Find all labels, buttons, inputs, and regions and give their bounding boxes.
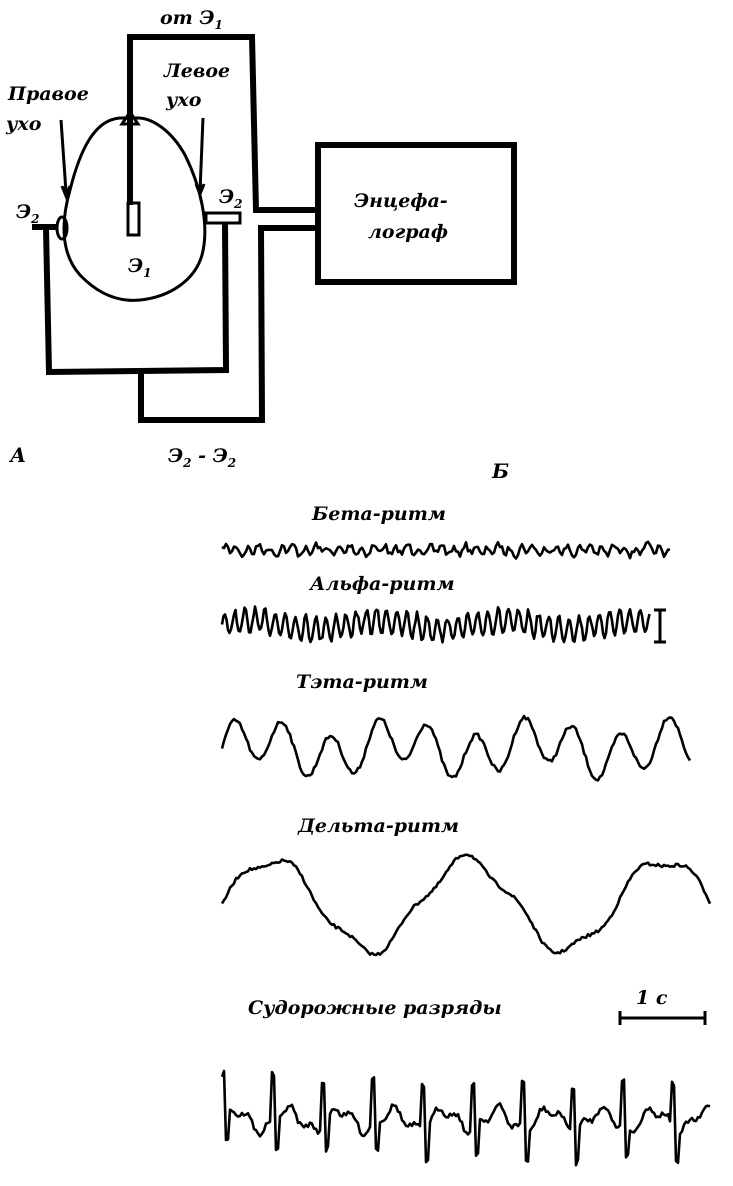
right-ear-label-line2: ухо: [5, 113, 42, 135]
ear-loop-wire: [32, 221, 230, 376]
electrode-setup-schematic: от Э1 Правое ухо Левое ухо Э2 Э2 Э1 Энце…: [5, 7, 517, 470]
theta-rhythm-label: Тэта-ритм: [296, 671, 428, 693]
left-ear-electrode: [55, 215, 69, 241]
e1-label: Э1: [128, 255, 151, 280]
beta-rhythm-trace: [221, 540, 671, 560]
e2-return-wire: [138, 225, 318, 423]
eeg-rhythms-panel: Б Бета-ритм Альфа-ритм Тэта-ритм Дельта-…: [220, 459, 712, 1167]
left-ear-label-line1: Левое: [163, 60, 230, 82]
e2-e2-label: Э2 - Э2: [168, 445, 236, 470]
e2-left-label: Э2: [16, 201, 39, 226]
panel-a-label: А: [8, 443, 26, 467]
scale-bar-label: 1 с: [636, 987, 668, 1009]
e2-right-label: Э2: [219, 186, 242, 211]
e1-electrode: [126, 201, 141, 237]
from-e1-label: от Э1: [160, 7, 223, 32]
alpha-rhythm-label: Альфа-ритм: [308, 573, 455, 595]
right-ear-arrow: [59, 119, 72, 201]
right-ear-electrode: [204, 211, 242, 225]
encephalograph-label-line2: лограф: [368, 221, 448, 243]
theta-rhythm-trace: [220, 714, 692, 782]
top-electrode: [119, 109, 141, 126]
encephalograph-label-line1: Энцефа-: [354, 190, 448, 212]
amplitude-scale-bar: [654, 608, 666, 644]
beta-rhythm-label: Бета-ритм: [311, 503, 446, 525]
left-ear-arrow: [194, 117, 206, 199]
alpha-rhythm-trace: [220, 605, 651, 644]
time-scale-bar: [618, 1011, 707, 1025]
seizure-discharges-trace: [220, 1069, 711, 1167]
seizure-discharges-label: Судорожные разряды: [248, 997, 502, 1019]
right-ear-label-line1: Правое: [7, 83, 89, 105]
encephalograph-box: [315, 142, 517, 285]
left-ear-label-line2: ухо: [165, 89, 202, 111]
e1-wire: [127, 34, 318, 213]
panel-b-label: Б: [491, 459, 509, 483]
delta-rhythm-label: Дельта-ритм: [297, 815, 459, 837]
delta-rhythm-trace: [220, 853, 712, 957]
